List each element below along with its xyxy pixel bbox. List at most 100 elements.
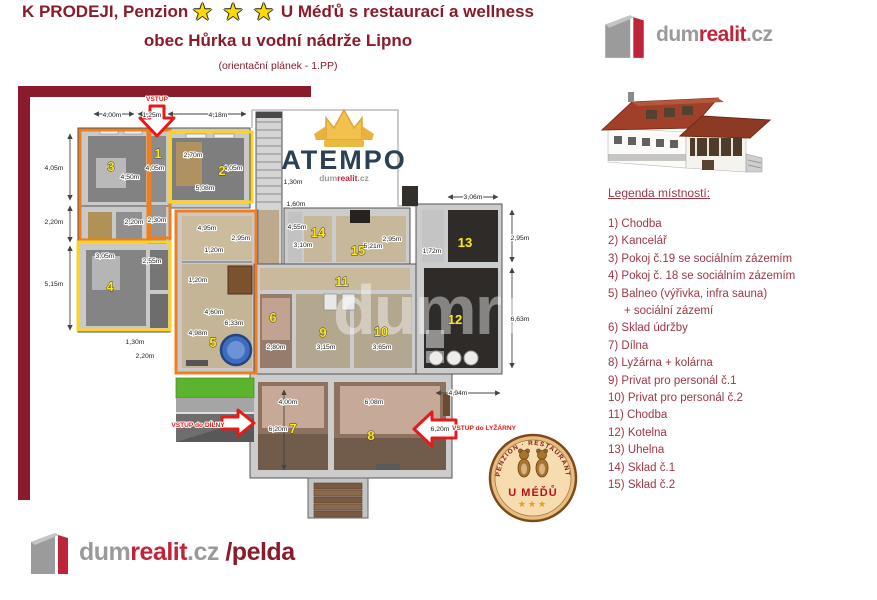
room-number: 2 xyxy=(218,163,225,178)
legend-item: 6) Sklad údržby xyxy=(608,322,688,335)
block-rooms-12-13 xyxy=(402,186,503,375)
dimension-label: 4,00m xyxy=(279,399,298,406)
room-number: 5 xyxy=(209,335,216,350)
wc-niche xyxy=(323,293,338,311)
dimension-label: 5,21m xyxy=(364,243,383,250)
legend-item: 7) Dílna xyxy=(608,339,649,352)
highlight-room-4 xyxy=(76,240,172,332)
dimension-label: 1,72m xyxy=(423,248,442,255)
room-number: 9 xyxy=(319,325,326,340)
shelf-unit xyxy=(350,210,370,223)
staircase-lower xyxy=(307,477,369,519)
bathroom-floor xyxy=(116,212,142,242)
room-number: 6 xyxy=(269,310,276,325)
accent-bar-vertical xyxy=(18,86,30,500)
entrance-label: VSTUP do LYŽÁRNY xyxy=(452,423,517,432)
room-10-floor xyxy=(354,294,412,368)
dimension-label: 5,15m xyxy=(45,281,64,288)
room-3-bed xyxy=(96,158,126,188)
dimension-label: 6,08m xyxy=(365,399,384,406)
dimension-label: 1,25m xyxy=(143,112,162,119)
dimension-label: 6,33m xyxy=(225,320,244,327)
staircase-upper xyxy=(255,111,283,289)
svg-text:ATEMPO: ATEMPO xyxy=(281,145,407,175)
plan-note: (orientační plánek - 1.PP) xyxy=(218,60,338,72)
room-number: 3 xyxy=(107,159,114,174)
room-number: 12 xyxy=(448,312,462,327)
dimension-label: 4,55m xyxy=(288,224,307,231)
room-14-floor xyxy=(304,216,332,262)
dimension-label: 4,60m xyxy=(205,309,224,316)
legend-item: 5) Balneo (výřivka, infra sauna) xyxy=(608,287,768,300)
dimension-label: 2,95m xyxy=(383,236,402,243)
entrance-arrow-lyzarna xyxy=(412,410,458,448)
dimension-label: 1,20m xyxy=(189,277,208,284)
stamp-name: U MÉĎŮ xyxy=(508,485,557,499)
building-photo xyxy=(598,76,778,189)
dimension-label: 2,20m xyxy=(45,219,64,226)
dimension-label: 6,20m xyxy=(431,426,450,433)
shelf-unit-2 xyxy=(402,186,418,206)
legend-item: 4) Pokoj č. 18 se sociálním zázemím xyxy=(608,270,796,283)
dimension-label: 2,95m xyxy=(232,235,251,242)
dimension-label: 3,06m xyxy=(464,194,483,201)
title-suffix: U Méďů s restaurací a wellness xyxy=(280,2,535,21)
block-rooms-6-9-10-11 xyxy=(253,263,417,375)
dimension-label: 4,05m xyxy=(146,165,165,172)
dimension-label: 1,30m xyxy=(126,339,145,346)
dimension-label: 2,70m xyxy=(184,152,203,159)
legend-item: 2) Kancelář xyxy=(608,235,667,248)
dimension-label: 5,08m xyxy=(196,185,215,192)
stamp-stars-icon: ★★★ xyxy=(518,499,548,509)
page-title: K PRODEJI, Penzion ★ ★ ★ U Méďů s restau… xyxy=(0,0,556,25)
dimension-label: 4,95m xyxy=(198,225,217,232)
block-room-5 xyxy=(175,209,259,375)
agent-name: /pelda xyxy=(218,537,295,566)
dimension-label: 3,10m xyxy=(294,242,313,249)
dimension-label: 2,20m xyxy=(125,219,144,226)
dimension-label: 4,00m xyxy=(103,112,122,119)
dumrealit-pelda-logo: dumrealit.cz /pelda xyxy=(30,528,295,576)
dimension-label: 2,55m xyxy=(143,258,162,265)
dimension-label: 6,63m xyxy=(511,316,530,323)
room-2-cabinet xyxy=(176,142,202,186)
entrance-label: VSTUP do DÍLNY xyxy=(171,420,225,429)
room-number: 4 xyxy=(106,279,114,294)
room-number: 13 xyxy=(458,235,472,250)
grass xyxy=(175,377,255,399)
highlight-room-3 xyxy=(78,128,152,242)
dumrealit-icon xyxy=(31,533,68,574)
boiler-equipment xyxy=(426,330,444,348)
room-number: 7 xyxy=(289,421,296,436)
room-4-bed xyxy=(92,256,120,290)
room-9-floor xyxy=(296,294,350,368)
room-number: 11 xyxy=(335,274,349,289)
room-8-door xyxy=(443,394,450,416)
legend-item: 8) Lyžárna + kolárna xyxy=(608,357,713,370)
penzion-stamp: PENZION · RESTAURANT U MÉĎŮ ★★★ xyxy=(488,433,578,523)
room-15-floor xyxy=(336,216,406,262)
legend-item: 14) Sklad č.1 xyxy=(608,461,676,474)
wc-niche xyxy=(341,293,356,311)
legend-item: 9) Privat pro personál č.1 xyxy=(608,374,737,387)
crown-icon xyxy=(314,108,374,147)
dimension-label: 2,30m xyxy=(148,217,167,224)
dumrealit-logo: dumrealit.cz xyxy=(602,10,773,60)
bathroom-cabinet xyxy=(88,212,112,242)
dimension-label: 4,05m xyxy=(224,165,243,172)
atempo-watermark: ATEMPO dumrealit.cz xyxy=(281,108,407,183)
three-stars-icon: ★ ★ ★ xyxy=(192,1,277,24)
walkway xyxy=(176,398,254,414)
corridor-11-floor xyxy=(260,268,410,290)
dimension-label: 3,15m xyxy=(317,344,336,351)
legend-item: 13) Uhelna xyxy=(608,444,665,457)
room-1-floor xyxy=(150,136,166,202)
dimension-label: 4,05m xyxy=(45,165,64,172)
dimension-label: 3,65m xyxy=(373,344,392,351)
legend-item: 10) Privat pro personál č.2 xyxy=(608,392,743,405)
entrance-arrow-main xyxy=(138,104,176,138)
